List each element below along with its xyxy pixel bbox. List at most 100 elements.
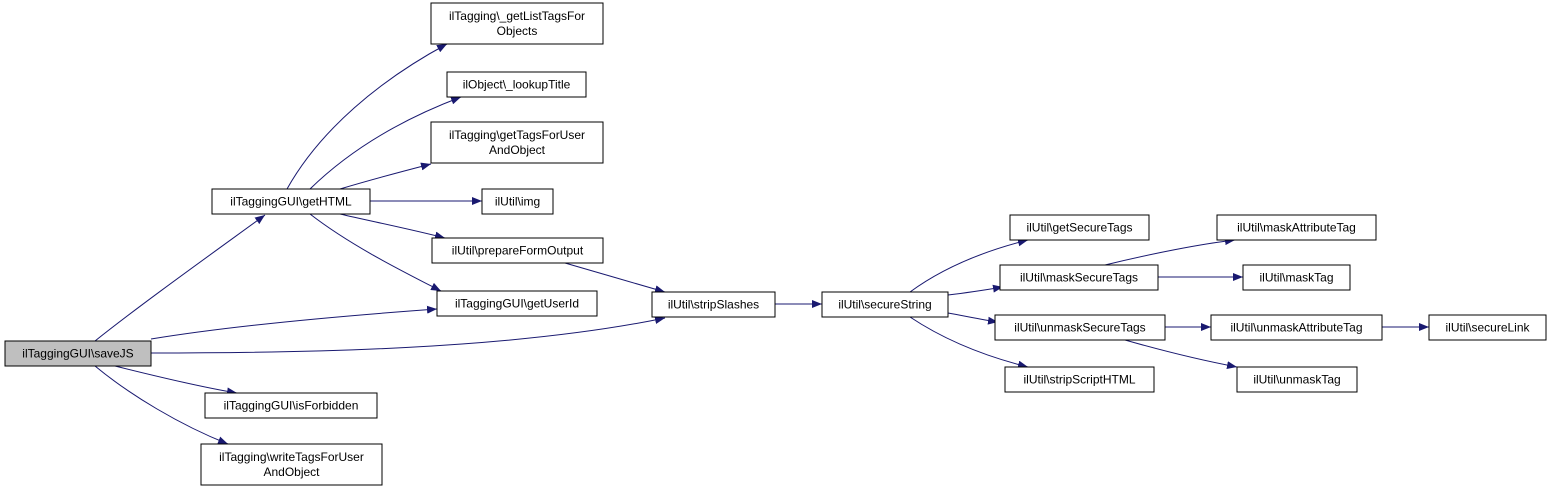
edge-secureString-to-getSecureTags <box>909 238 1029 293</box>
node-box <box>1242 264 1351 291</box>
nodes: ilTaggingGUI\saveJS ilTaggingGUI\getHTML i… <box>4 2 1547 486</box>
node-label: AndObject <box>489 143 546 157</box>
node-box <box>430 121 604 164</box>
node-box <box>1236 366 1358 393</box>
node-label: ilUtil\secureString <box>838 298 931 312</box>
edge-line <box>564 262 666 294</box>
node-label: ilUtil\stripScriptHTML <box>1023 373 1135 387</box>
node-box <box>1009 214 1150 241</box>
node-box <box>430 2 604 45</box>
edge-secureString-to-unmaskSecureTags <box>947 312 999 325</box>
edge-line <box>1124 339 1238 370</box>
node-box <box>821 291 949 318</box>
edge-line <box>94 365 229 445</box>
edge-line <box>309 213 442 292</box>
node-unmaskAttributeTag[interactable]: ilUtil\unmaskAttributeTag <box>1210 314 1383 341</box>
node-label: ilUtil\unmaskAttributeTag <box>1230 321 1362 335</box>
node-box <box>4 340 152 367</box>
node-label: ilTagging\_getListTagsFor <box>449 9 585 23</box>
node-box <box>651 291 776 318</box>
node-label: ilTaggingGUI\saveJS <box>22 347 133 361</box>
edge-prepareFormOutput-to-stripSlashes <box>564 262 666 294</box>
edge-line <box>309 96 462 190</box>
node-box <box>204 392 378 419</box>
node-box <box>994 314 1166 341</box>
node-box <box>436 290 598 317</box>
node-maskSecureTags[interactable]: ilUtil\maskSecureTags <box>999 264 1159 291</box>
node-box <box>481 188 554 215</box>
node-label: ilUtil\img <box>495 195 540 209</box>
edge-line <box>909 238 1029 293</box>
node-stripSlashes[interactable]: ilUtil\stripSlashes <box>651 291 776 318</box>
edge-line <box>114 365 238 396</box>
edge-maskSecureTags-to-maskAttributeTag <box>1104 237 1236 266</box>
edge-secureString-to-maskSecureTags <box>947 284 1004 296</box>
edge-unmaskSecureTags-to-unmaskTag <box>1124 339 1238 370</box>
edge-saveJS-to-writeTagsForUserAndObject <box>94 365 229 445</box>
edge-saveJS-to-isForbidden <box>114 365 238 396</box>
edge-getHTML-to-getListTagsForObjects <box>286 43 448 190</box>
node-box <box>1004 366 1155 393</box>
node-getHTML[interactable]: ilTaggingGUI\getHTML <box>211 188 371 215</box>
edge-line <box>947 284 1004 296</box>
node-box <box>999 264 1159 291</box>
edge-line <box>286 43 448 190</box>
edge-saveJS-to-stripSlashes <box>150 316 666 354</box>
edge-getHTML-to-prepareFormOutput <box>339 213 446 240</box>
node-label: ilTagging\writeTagsForUser <box>219 450 364 464</box>
node-label: ilTagging\getTagsForUser <box>449 128 585 142</box>
node-lookupTitle[interactable]: ilObject\_lookupTitle <box>446 71 587 98</box>
node-box <box>1428 314 1547 341</box>
node-maskAttributeTag[interactable]: ilUtil\maskAttributeTag <box>1216 214 1377 241</box>
edge-line <box>94 214 266 342</box>
edge-line <box>1104 237 1236 266</box>
edge-line <box>947 312 999 325</box>
node-box <box>1216 214 1377 241</box>
node-unmaskSecureTags[interactable]: ilUtil\unmaskSecureTags <box>994 314 1166 341</box>
node-label: ilTaggingGUI\isForbidden <box>224 399 359 413</box>
node-box <box>211 188 371 215</box>
node-saveJS[interactable]: ilTaggingGUI\saveJS <box>4 340 152 367</box>
node-label: Objects <box>497 24 538 38</box>
node-label: ilUtil\maskTag <box>1259 271 1333 285</box>
node-label: ilUtil\unmaskTag <box>1253 373 1340 387</box>
node-isForbidden[interactable]: ilTaggingGUI\isForbidden <box>204 392 378 419</box>
node-label: ilUtil\stripSlashes <box>668 298 759 312</box>
node-label: AndObject <box>263 465 320 479</box>
edge-line <box>339 213 446 240</box>
edge-secureString-to-stripScriptHTML <box>909 316 1029 369</box>
node-stripScriptHTML[interactable]: ilUtil\stripScriptHTML <box>1004 366 1155 393</box>
edge-saveJS-to-getUserId <box>150 305 438 340</box>
node-box <box>1210 314 1383 341</box>
node-label: ilUtil\maskAttributeTag <box>1237 221 1356 235</box>
edge-line <box>150 316 666 354</box>
node-label: ilUtil\getSecureTags <box>1026 221 1132 235</box>
node-box <box>446 71 587 98</box>
node-label: ilObject\_lookupTitle <box>463 78 571 92</box>
edge-saveJS-to-getHTML <box>94 214 266 342</box>
node-prepareFormOutput[interactable]: ilUtil\prepareFormOutput <box>431 237 604 264</box>
node-label: ilUtil\maskSecureTags <box>1020 271 1138 285</box>
node-getUserId[interactable]: ilTaggingGUI\getUserId <box>436 290 598 317</box>
edge-getHTML-to-getUserId <box>309 213 442 292</box>
node-label: ilTaggingGUI\getHTML <box>230 195 352 209</box>
node-secureString[interactable]: ilUtil\secureString <box>821 291 949 318</box>
node-label: ilUtil\unmaskSecureTags <box>1014 321 1145 335</box>
node-label: ilUtil\prepareFormOutput <box>452 244 584 258</box>
edge-line <box>339 162 432 190</box>
node-img[interactable]: ilUtil\img <box>481 188 554 215</box>
node-box <box>200 443 383 486</box>
node-label: ilTaggingGUI\getUserId <box>455 297 579 311</box>
node-label: ilUtil\secureLink <box>1445 321 1530 335</box>
node-getSecureTags[interactable]: ilUtil\getSecureTags <box>1009 214 1150 241</box>
node-box <box>431 237 604 264</box>
edge-getHTML-to-lookupTitle <box>309 96 462 190</box>
edge-line <box>150 305 438 340</box>
node-maskTag[interactable]: ilUtil\maskTag <box>1242 264 1351 291</box>
node-unmaskTag[interactable]: ilUtil\unmaskTag <box>1236 366 1358 393</box>
node-secureLink[interactable]: ilUtil\secureLink <box>1428 314 1547 341</box>
